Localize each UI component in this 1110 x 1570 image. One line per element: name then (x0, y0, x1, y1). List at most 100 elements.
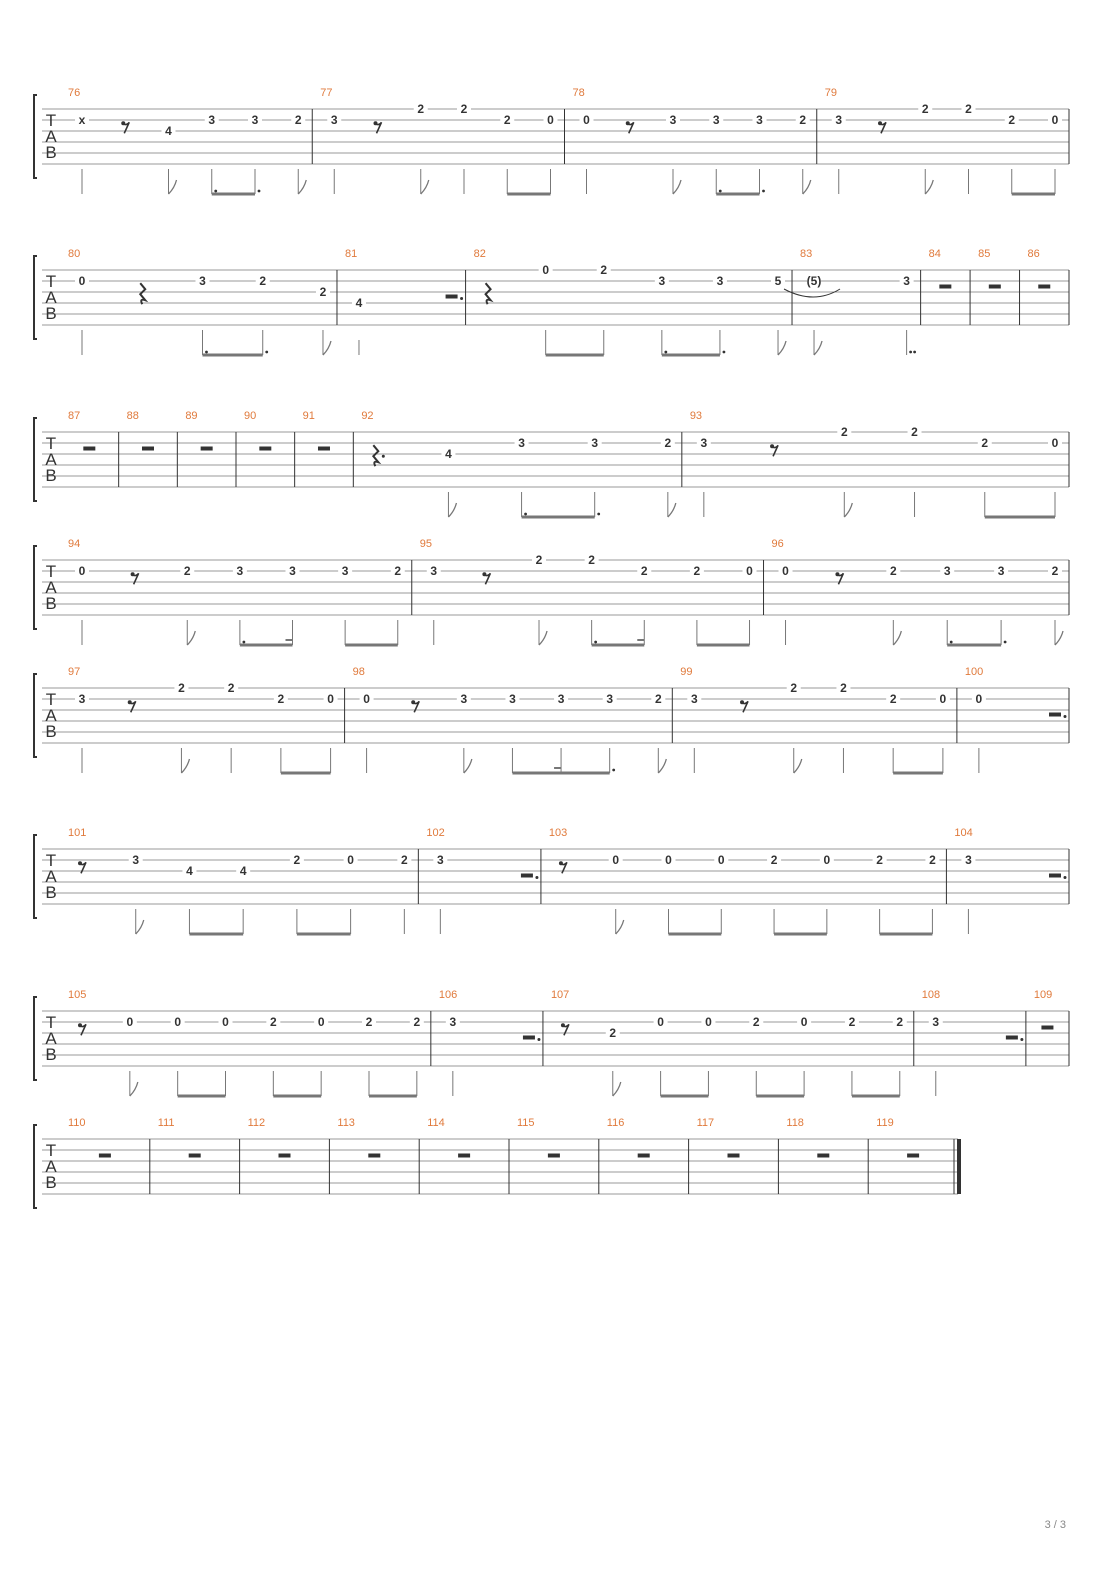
tab-clef-letter: T (46, 111, 56, 130)
fret-number: 0 (718, 853, 725, 867)
note-flag (672, 179, 682, 195)
fret-number-bg (500, 114, 515, 126)
fret-number: 2 (641, 564, 648, 578)
fret-number: 3 (670, 113, 677, 127)
fret-number-bg (457, 103, 471, 115)
fret-number: 2 (461, 102, 468, 116)
fret-number-bg (689, 565, 704, 577)
tab-clef-letter: T (46, 562, 56, 581)
fret-number-bg (977, 437, 992, 449)
fret-number-bg (180, 565, 195, 577)
rest-symbol (988, 284, 1001, 289)
rest-symbol (939, 284, 952, 289)
measure-number: 85 (978, 248, 990, 260)
rest-dot (1063, 715, 1067, 718)
note-flag (924, 179, 934, 195)
fret-number-bg (660, 437, 675, 449)
measure-number: 90 (244, 410, 256, 422)
fret-number: 3 (509, 692, 516, 706)
fret-number-bg (714, 854, 729, 866)
rhythm-dot (718, 189, 722, 193)
fret-number-bg (836, 682, 851, 694)
rest-symbol (188, 1153, 201, 1158)
fret-number: 0 (126, 1015, 133, 1029)
rest-symbol (200, 446, 213, 451)
rhythm-dot (762, 189, 765, 193)
fret-number-bg (795, 114, 810, 126)
system-bracket (33, 94, 37, 179)
note-flag (667, 502, 677, 518)
measure-number: 109 (1034, 989, 1052, 1001)
fret-number: 2 (600, 263, 607, 277)
fret-number: 0 (222, 1015, 229, 1029)
fret-number: 3 (289, 564, 296, 578)
rest-symbol (558, 861, 563, 866)
fret-number: 2 (876, 853, 883, 867)
fret-number-bg (195, 275, 210, 287)
fret-number-bg (397, 854, 412, 866)
rhythm-dot (265, 350, 269, 354)
rhythm-dot (257, 189, 261, 193)
measure: 110 (68, 1117, 111, 1158)
rest-dot (1020, 1038, 1024, 1041)
measure-number: 114 (427, 1117, 445, 1129)
measure-number: 107 (551, 989, 569, 1001)
measure: 116 (598, 1117, 650, 1194)
rest-symbol (1049, 873, 1061, 878)
fret-number-bg (532, 554, 547, 566)
fret-number-bg (273, 693, 288, 705)
note-flag (297, 179, 307, 195)
fret-number-bg (749, 1016, 764, 1028)
fret-number-bg (819, 854, 834, 866)
tab-clef-letter: T (46, 690, 56, 709)
measure: 85 (969, 248, 1001, 325)
measure-number: 84 (929, 248, 941, 260)
measure-number: 81 (345, 248, 357, 260)
fret-number: 0 (801, 1015, 808, 1029)
tab-clef-letter: A (45, 578, 57, 597)
system-bracket (33, 545, 37, 630)
note-flag (129, 1081, 139, 1097)
fret-number-bg (161, 125, 176, 137)
fret-number-bg (390, 565, 405, 577)
measure-number: 118 (786, 1117, 804, 1129)
fret-number: 0 (782, 564, 789, 578)
measure: 91 (294, 410, 330, 487)
fret-number: 2 (655, 692, 662, 706)
rest-symbol (130, 572, 135, 577)
note-flag (892, 630, 902, 646)
note-flag (135, 919, 145, 935)
fret-number: 3 (331, 113, 338, 127)
measure-number: 113 (337, 1117, 355, 1129)
rest-symbol (907, 1153, 920, 1158)
fret-number: 2 (890, 692, 897, 706)
page-number: 3 / 3 (1044, 1519, 1066, 1531)
note-flag (615, 919, 625, 935)
rest-symbol (727, 1153, 740, 1158)
fret-number-bg (892, 1016, 907, 1028)
fret-number: 2 (394, 564, 401, 578)
fret-number-bg (554, 693, 569, 705)
fret-number: 2 (929, 853, 936, 867)
fret-number: 2 (799, 113, 806, 127)
rest-symbol (78, 861, 82, 866)
measure-number: 91 (303, 410, 315, 422)
measure-number: 102 (426, 827, 444, 839)
fret-number-bg (661, 854, 676, 866)
rhythm-dot (909, 350, 913, 354)
measure-number: 83 (800, 248, 812, 260)
fret-number: 3 (252, 113, 259, 127)
fret-number-bg (907, 426, 922, 438)
fret-number: 0 (363, 692, 370, 706)
fret-number: 0 (940, 692, 947, 706)
note-flag (843, 502, 853, 518)
fret-number: 2 (504, 113, 511, 127)
fret-number: 0 (824, 853, 831, 867)
rest-symbol (1041, 1025, 1054, 1030)
